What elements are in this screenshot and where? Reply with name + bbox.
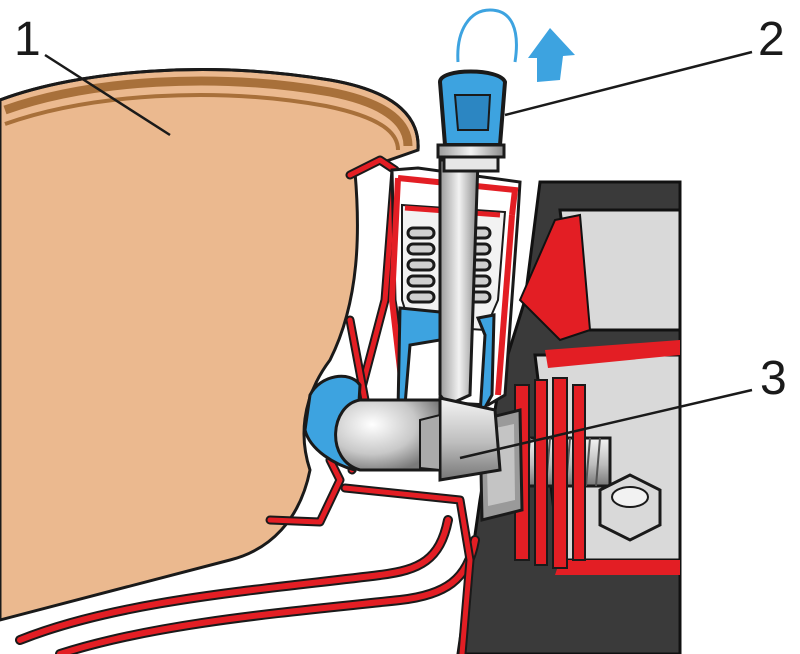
red-wall-lines <box>15 155 480 654</box>
lift-indicator <box>456 8 575 82</box>
callout-label-2: 2 <box>758 13 785 66</box>
callout-label-1: 1 <box>14 13 41 66</box>
leader-line-1 <box>44 53 171 137</box>
leader-line-2 <box>504 50 753 117</box>
callout-label-3: 3 <box>760 352 787 405</box>
ball-plunger <box>334 396 502 482</box>
leader-line-3 <box>459 388 753 460</box>
blue-cap <box>436 69 508 173</box>
hex-bolt-head <box>598 473 662 542</box>
skin-body <box>0 68 420 622</box>
leader-lines <box>44 50 753 460</box>
valve-stem <box>438 158 480 407</box>
pull-loop <box>456 8 518 63</box>
up-arrow-icon <box>528 28 575 82</box>
